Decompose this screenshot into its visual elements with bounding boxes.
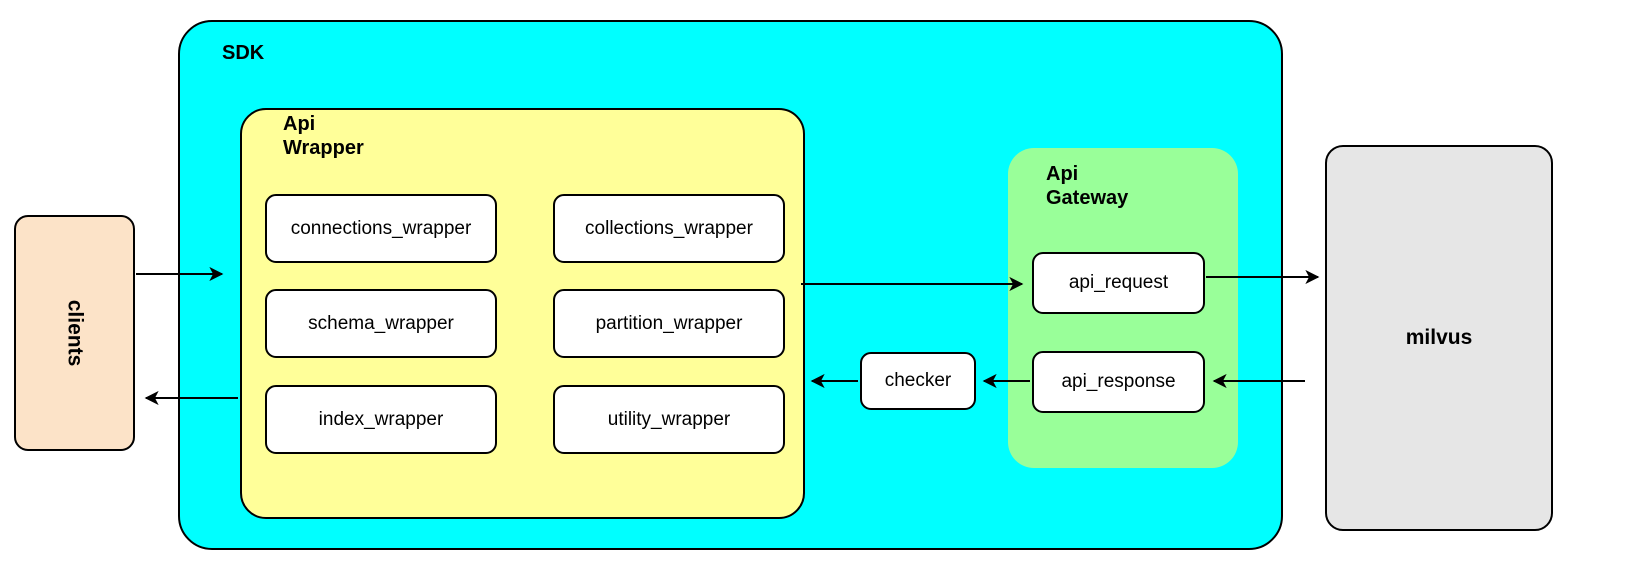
clients-label: clients [63, 299, 87, 367]
node-index-wrapper[interactable]: index_wrapper [265, 385, 497, 454]
node-utility-wrapper[interactable]: utility_wrapper [553, 385, 785, 454]
node-api-response[interactable]: api_response [1032, 351, 1205, 413]
node-connections-wrapper[interactable]: connections_wrapper [265, 194, 497, 263]
api-gateway-title: Api Gateway [1046, 163, 1129, 209]
node-collections-wrapper[interactable]: collections_wrapper [553, 194, 785, 263]
api-wrapper-title: Api Wrapper [283, 113, 364, 159]
milvus-label: milvus [1405, 326, 1473, 349]
node-checker[interactable]: checker [860, 352, 976, 410]
node-api-request[interactable]: api_request [1032, 252, 1205, 314]
node-clients[interactable]: clients [14, 215, 135, 451]
sdk-title: SDK [222, 42, 265, 64]
node-milvus[interactable]: milvus [1325, 145, 1553, 531]
node-partition-wrapper[interactable]: partition_wrapper [553, 289, 785, 358]
node-schema-wrapper[interactable]: schema_wrapper [265, 289, 497, 358]
